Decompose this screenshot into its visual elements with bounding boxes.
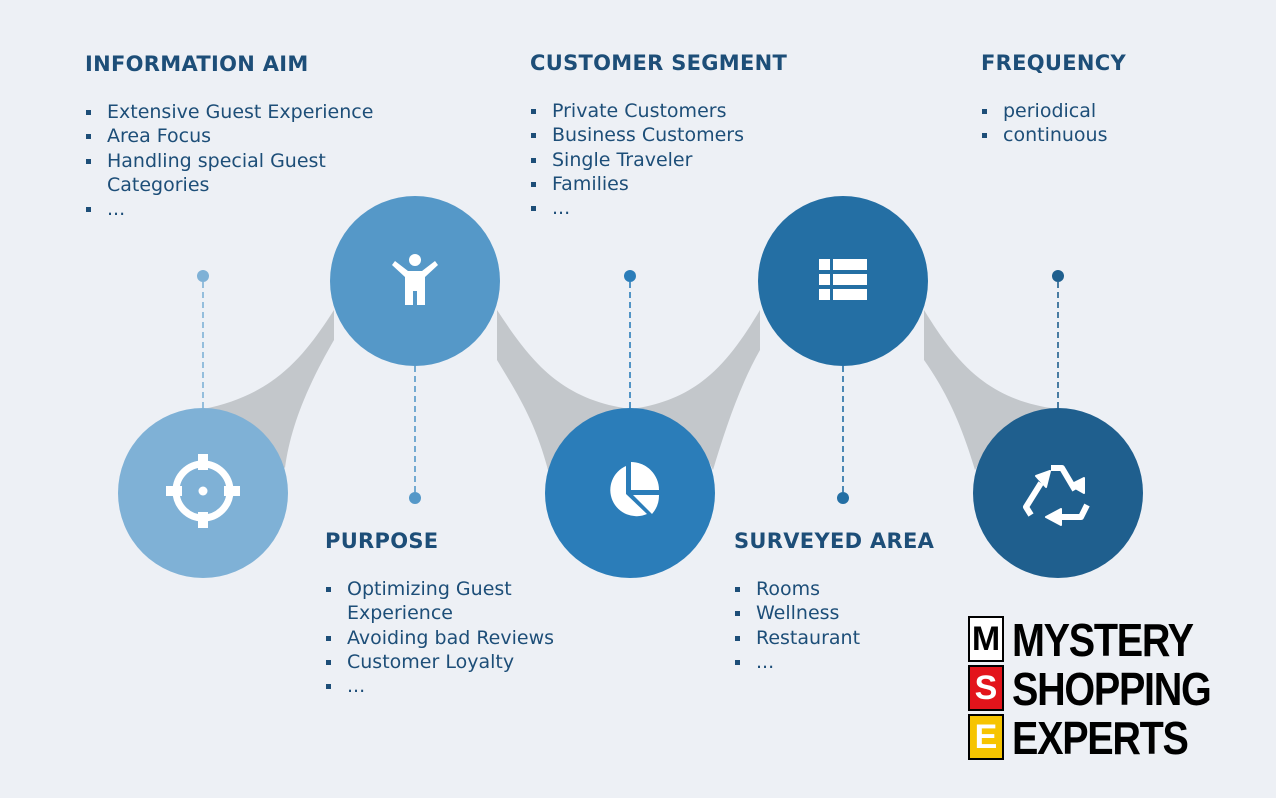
- connector-dot: [624, 270, 636, 282]
- section-customer-segment: CUSTOMER SEGMENT Private Customers Busin…: [530, 51, 790, 220]
- list-item: Extensive Guest Experience: [85, 100, 385, 124]
- connector-dot: [197, 270, 209, 282]
- section-heading: FREQUENCY: [981, 51, 1127, 75]
- list-item: Area Focus: [85, 124, 385, 148]
- person-icon: [392, 254, 438, 305]
- list-item: Handling special Guest Categories: [85, 149, 385, 198]
- section-purpose: PURPOSE Optimizing Guest Experience Avoi…: [325, 529, 585, 698]
- bullet-list: Private Customers Business Customers Sin…: [530, 99, 790, 220]
- ribbon-segment: [497, 310, 631, 470]
- list-item: Private Customers: [530, 99, 790, 123]
- section-heading: CUSTOMER SEGMENT: [530, 51, 788, 75]
- bullet-list: periodical continuous: [981, 99, 1181, 148]
- connector-dot: [837, 492, 849, 504]
- stage-circle-pie: [545, 408, 715, 578]
- recycle-icon: [1023, 465, 1090, 526]
- list-item: Avoiding bad Reviews: [325, 626, 585, 650]
- section-heading: SURVEYED AREA: [734, 529, 935, 553]
- logo-tile-s: S: [968, 665, 1004, 711]
- pie-chart-icon: [610, 462, 660, 517]
- connector-dot: [1052, 270, 1064, 282]
- list-item: Rooms: [734, 577, 954, 601]
- section-heading: INFORMATION AIM: [85, 52, 309, 76]
- bullet-list: Optimizing Guest Experience Avoiding bad…: [325, 577, 585, 698]
- connector-lines: [197, 270, 1064, 504]
- stage-circle-recycle: [973, 408, 1143, 578]
- bullet-list: Rooms Wellness Restaurant ...: [734, 577, 954, 674]
- logo-word-experts: EXPERTS: [1012, 712, 1189, 764]
- bullet-list: Extensive Guest Experience Area Focus Ha…: [85, 100, 385, 221]
- list-item: Customer Loyalty: [325, 650, 585, 674]
- list-item: ...: [85, 197, 385, 221]
- ribbon-segment: [631, 310, 760, 470]
- list-item: ...: [530, 196, 790, 220]
- list-item: Single Traveler: [530, 148, 790, 172]
- list-item: ...: [734, 650, 954, 674]
- logo-tile-m: M: [968, 616, 1004, 662]
- list-item: Wellness: [734, 601, 954, 625]
- list-icon: [819, 259, 867, 300]
- connector-dot: [409, 492, 421, 504]
- list-item: Business Customers: [530, 123, 790, 147]
- list-item: continuous: [981, 123, 1181, 147]
- target-icon: [166, 454, 240, 528]
- list-item: Families: [530, 172, 790, 196]
- ribbon-segment: [924, 310, 1058, 470]
- section-frequency: FREQUENCY periodical continuous: [981, 51, 1181, 148]
- section-heading: PURPOSE: [325, 529, 439, 553]
- section-surveyed-area: SURVEYED AREA Rooms Wellness Restaurant …: [734, 529, 954, 674]
- list-item: periodical: [981, 99, 1181, 123]
- section-information-aim: INFORMATION AIM Extensive Guest Experien…: [85, 52, 385, 221]
- list-item: Restaurant: [734, 626, 954, 650]
- logo-word-shopping: SHOPPING: [1012, 663, 1212, 715]
- list-item: Optimizing Guest Experience: [325, 577, 585, 626]
- logo-word-mystery: MYSTERY: [1012, 614, 1194, 666]
- logo-tile-e: E: [968, 714, 1004, 760]
- list-item: ...: [325, 674, 585, 698]
- mystery-shopping-experts-logo: M S E MYSTERY SHOPPING EXPERTS: [968, 616, 1228, 764]
